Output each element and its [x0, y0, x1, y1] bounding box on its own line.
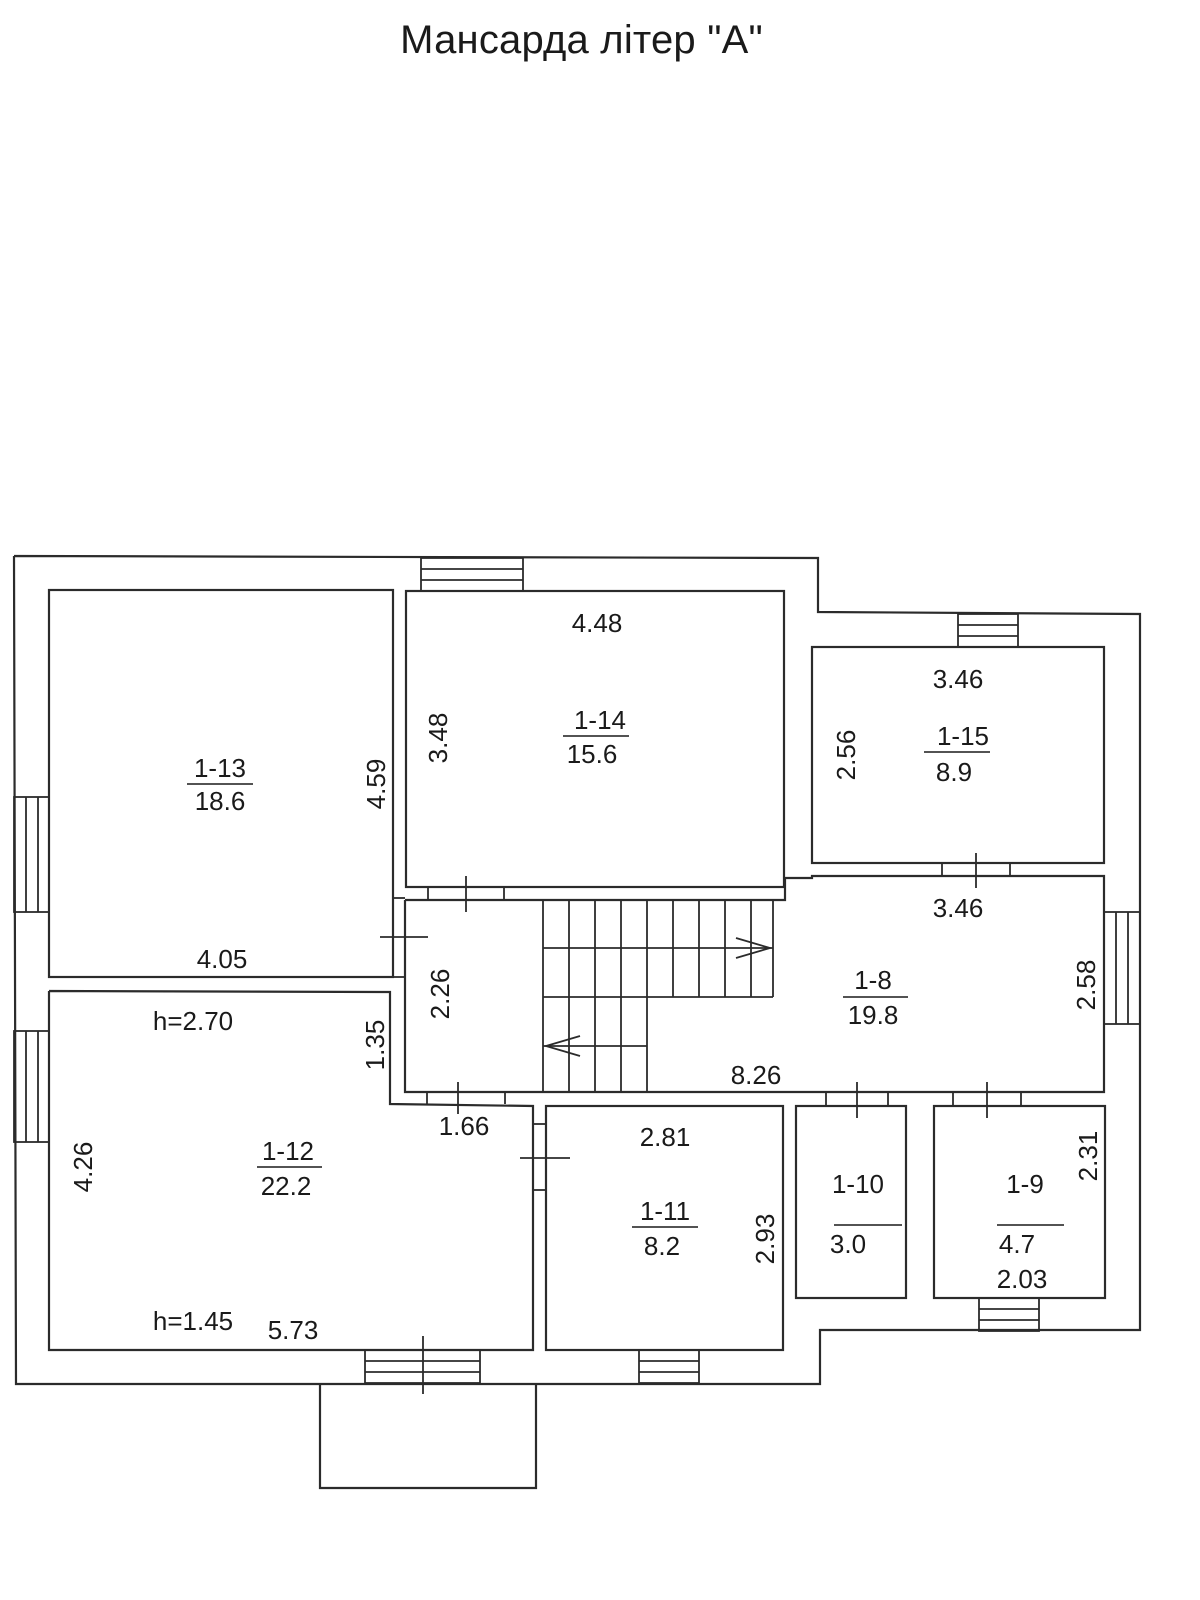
- windows: [13, 557, 1141, 1394]
- svg-text:8.2: 8.2: [644, 1231, 680, 1261]
- door-icon: [427, 876, 505, 912]
- floor-plan-title: Мансарда літер "А": [400, 18, 763, 62]
- window-icon: [957, 613, 1019, 648]
- svg-text:1-8: 1-8: [854, 965, 892, 995]
- svg-text:4.05: 4.05: [197, 944, 248, 974]
- room-label-1-14: 1-14 15.6 4.48 3.48: [423, 608, 629, 769]
- svg-text:h=2.70: h=2.70: [153, 1006, 233, 1036]
- svg-text:1.66: 1.66: [439, 1111, 490, 1141]
- svg-text:2.56: 2.56: [831, 730, 861, 781]
- svg-text:4.48: 4.48: [572, 608, 623, 638]
- svg-text:2.26: 2.26: [425, 969, 455, 1020]
- room-label-1-15: 1-15 8.9 3.46 2.56: [831, 664, 990, 787]
- room-label-1-10: 1-10 3.0: [830, 1169, 902, 1259]
- svg-text:2.93: 2.93: [750, 1214, 780, 1265]
- svg-text:1-10: 1-10: [832, 1169, 884, 1199]
- svg-text:1-12: 1-12: [262, 1136, 314, 1166]
- svg-text:1-13: 1-13: [194, 753, 246, 783]
- svg-text:1.35: 1.35: [360, 1020, 390, 1071]
- svg-text:3.0: 3.0: [830, 1229, 866, 1259]
- svg-text:19.8: 19.8: [848, 1000, 899, 1030]
- svg-text:22.2: 22.2: [261, 1171, 312, 1201]
- room-1-13-outline: [47, 588, 395, 979]
- svg-text:8.9: 8.9: [936, 757, 972, 787]
- door-icon: [426, 1082, 506, 1114]
- room-label-1-9: 1-9 4.7 2.31 2.03: [997, 1131, 1103, 1294]
- stair-landing-label: 2.26: [425, 969, 455, 1020]
- svg-text:3.48: 3.48: [423, 713, 453, 764]
- window-icon: [1103, 911, 1141, 1025]
- svg-text:3.46: 3.46: [933, 664, 984, 694]
- svg-text:2.03: 2.03: [997, 1264, 1048, 1294]
- svg-text:4.7: 4.7: [999, 1229, 1035, 1259]
- window-icon: [978, 1297, 1040, 1332]
- room-label-1-11: 1-11 8.2 2.81 2.93: [632, 1122, 780, 1264]
- window-icon: [13, 1030, 50, 1143]
- svg-text:1-9: 1-9: [1006, 1169, 1044, 1199]
- svg-text:2.31: 2.31: [1073, 1131, 1103, 1182]
- door-icon: [952, 1082, 1022, 1118]
- svg-text:2.58: 2.58: [1071, 960, 1101, 1011]
- door-icon: [825, 1082, 889, 1118]
- room-label-1-13: 1-13 18.6 4.59 4.05: [187, 753, 391, 974]
- door-icon: [520, 1123, 570, 1191]
- svg-text:1-14: 1-14: [574, 705, 626, 735]
- svg-text:1-11: 1-11: [640, 1196, 690, 1226]
- window-icon: [13, 796, 50, 913]
- room-label-1-12: 1-12 22.2 4.26 1.35 1.66 5.73 h=2.70 h=1…: [68, 1006, 489, 1345]
- svg-text:5.73: 5.73: [268, 1315, 319, 1345]
- staircase: [542, 900, 774, 1092]
- room-1-14-outline: [404, 589, 786, 889]
- room-label-1-8: 1-8 19.8 3.46 2.58 8.26: [731, 893, 1101, 1090]
- window-icon: [638, 1349, 700, 1384]
- door-icon: [941, 853, 1011, 888]
- doors: [380, 853, 1022, 1191]
- window-icon: [364, 1336, 481, 1394]
- svg-text:3.46: 3.46: [933, 893, 984, 923]
- svg-text:18.6: 18.6: [195, 786, 246, 816]
- stair-down-arrow-icon: [542, 1035, 581, 1057]
- stair-up-arrow-icon: [735, 937, 774, 959]
- room-1-8-outline: [403, 874, 1106, 1094]
- svg-text:4.26: 4.26: [68, 1142, 98, 1193]
- room-1-10-outline: [794, 1104, 908, 1300]
- svg-text:8.26: 8.26: [731, 1060, 782, 1090]
- window-icon: [420, 557, 524, 592]
- svg-text:2.81: 2.81: [640, 1122, 691, 1152]
- svg-text:4.59: 4.59: [361, 759, 391, 810]
- svg-text:h=1.45: h=1.45: [153, 1306, 233, 1336]
- svg-text:15.6: 15.6: [567, 739, 618, 769]
- outer-walls: [12, 554, 1142, 1490]
- svg-text:1-15: 1-15: [937, 721, 989, 751]
- room-1-12-outline: [47, 989, 535, 1352]
